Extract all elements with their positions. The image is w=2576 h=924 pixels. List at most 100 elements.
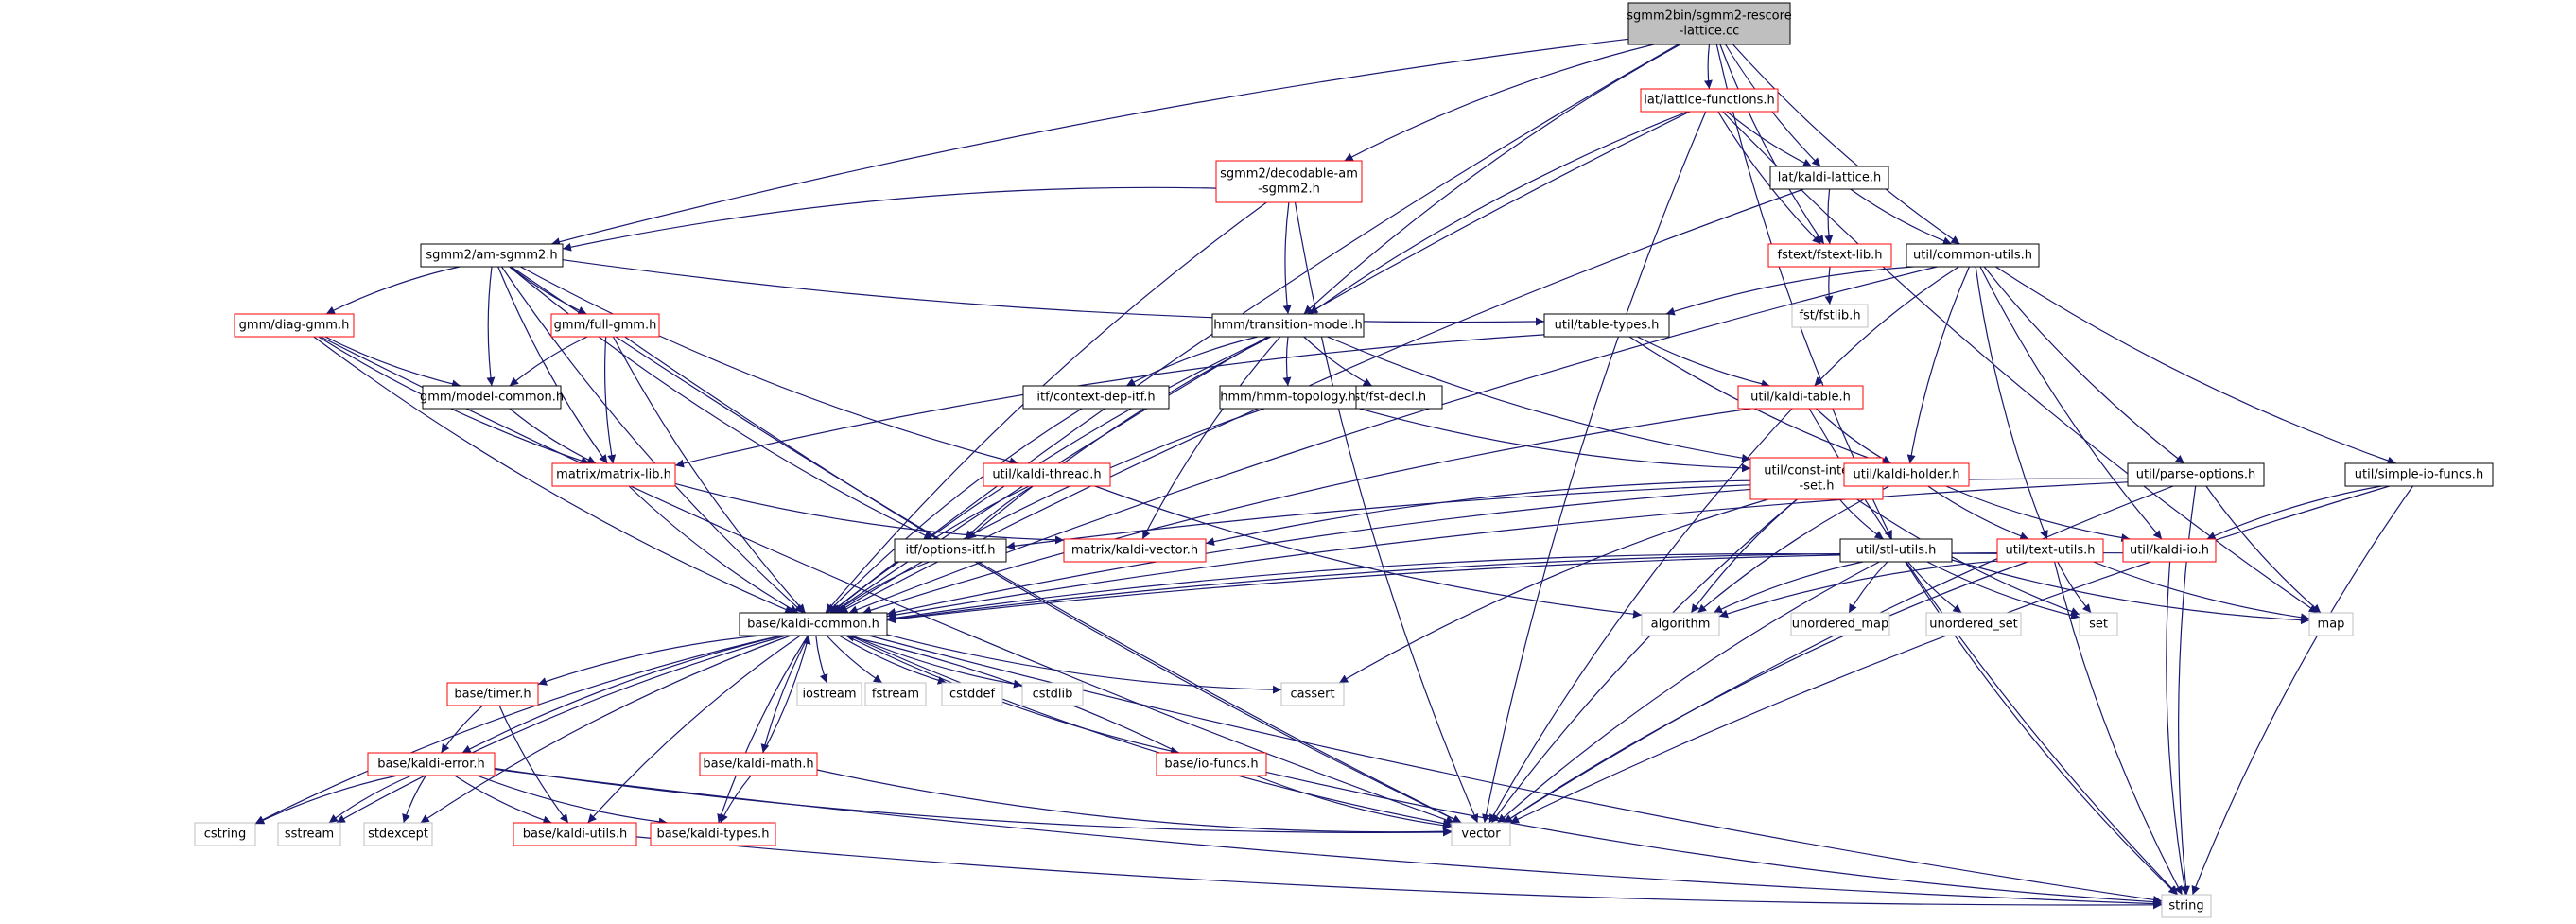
edge-kaldi_lattice-to-common_utils — [1850, 188, 1953, 245]
node-box — [551, 462, 676, 487]
node-kaldi-lattice[interactable]: lat/kaldi-lattice.h — [1769, 166, 1889, 190]
node-root[interactable]: sgmm2bin/sgmm2-rescore-lattice.cc — [1627, 2, 1792, 45]
node-kaldi-holder[interactable]: util/kaldi-holder.h — [1843, 462, 1970, 487]
edge-stl_utils-to-algorithm — [1713, 561, 1864, 614]
node-label: gmm/diag-gmm.h — [239, 319, 350, 333]
node-diag-gmm[interactable]: gmm/diag-gmm.h — [234, 313, 355, 338]
edge-lat_funcs-to-vector — [1482, 111, 1707, 824]
edge-am_sgmm2-to-model_common — [486, 266, 496, 387]
edge-kaldi_holder-to-kaldi_common — [886, 482, 1845, 617]
edge-common_utils-to-kaldi_table — [1814, 266, 1959, 387]
node-kaldi-types[interactable]: base/kaldi-types.h — [650, 822, 776, 846]
edge-common_utils-to-parse_options — [1983, 266, 2185, 464]
node-label: matrix/kaldi-vector.h — [1071, 544, 1198, 558]
node-label: util/kaldi-table.h — [1750, 391, 1851, 405]
node-timer[interactable]: base/timer.h — [446, 682, 539, 706]
edge-kaldi_holder-to-kaldi_io — [1945, 485, 2131, 543]
node-kaldi-common[interactable]: base/kaldi-common.h — [739, 612, 888, 636]
node-box — [1219, 385, 1357, 410]
node-matrix-lib[interactable]: matrix/matrix-lib.h — [551, 462, 676, 487]
node-label: unordered_map — [1792, 618, 1889, 632]
edge-kaldi_math-to-kaldi_common — [762, 635, 811, 754]
node-label: string — [2168, 899, 2203, 914]
node-iostream: iostream — [796, 682, 862, 706]
edge-kaldi_common-to-cstddef — [838, 635, 947, 685]
edge-text_utils-to-set — [2057, 561, 2092, 614]
node-label: cstddef — [949, 688, 996, 702]
node-transition[interactable]: hmm/transition-model.h — [1211, 313, 1365, 338]
edge-kaldi_common-to-cassert — [886, 634, 1282, 694]
edge-kaldi_common-to-iostream — [815, 635, 828, 684]
node-box — [983, 462, 1111, 487]
node-kaldi-io[interactable]: util/kaldi-io.h — [2122, 538, 2217, 563]
edge-am_sgmm2-to-full_gmm — [510, 266, 587, 315]
node-box — [1280, 682, 1345, 706]
edge-root-to-am_sgmm2 — [550, 38, 1629, 247]
edge-kaldi_common-to-timer — [537, 635, 762, 686]
edge-parse_options-to-map — [2205, 485, 2322, 614]
edge-stl_utils-to-string — [1905, 561, 2178, 896]
node-stl-utils[interactable]: util/stl-utils.h — [1839, 538, 1953, 563]
node-box — [1211, 313, 1365, 338]
node-box — [1627, 2, 1791, 45]
node-io-funcs[interactable]: base/io-funcs.h — [1156, 752, 1267, 776]
node-kaldi-vector[interactable]: matrix/kaldi-vector.h — [1063, 538, 1207, 563]
node-label: sgmm2/am-sgmm2.h — [426, 249, 557, 263]
node-label: cstdlib — [1033, 688, 1073, 702]
node-am-sgmm2[interactable]: sgmm2/am-sgmm2.h — [420, 243, 564, 268]
node-kaldi-thread[interactable]: util/kaldi-thread.h — [983, 462, 1111, 487]
edge-kaldi_thread-to-options_itf — [964, 485, 1034, 540]
edge-am_sgmm2-to-kaldi_common — [501, 266, 804, 614]
edge-simple_io-to-vector — [1509, 485, 2390, 824]
edge-common_utils-to-kaldi_holder — [1906, 266, 1970, 464]
edge-fstext-to-fstlib — [1824, 266, 1834, 305]
node-options-itf[interactable]: itf/options-itf.h — [894, 538, 1007, 563]
node-kaldi-utils[interactable]: base/kaldi-utils.h — [513, 822, 637, 846]
edge-table_types-to-kaldi_table — [1637, 336, 1770, 389]
node-simple-io[interactable]: util/simple-io-funcs.h — [2344, 462, 2494, 487]
node-context-dep[interactable]: itf/context-dep-itf.h — [1022, 385, 1170, 410]
node-algorithm: algorithm — [1641, 612, 1720, 636]
edge-const_int_set-to-stl_utils — [1838, 498, 1885, 540]
node-label: util/simple-io-funcs.h — [2355, 468, 2483, 482]
node-label: itf/context-dep-itf.h — [1036, 391, 1155, 405]
node-label: gmm/model-common.h — [420, 391, 564, 405]
node-full-gmm[interactable]: gmm/full-gmm.h — [550, 313, 660, 338]
node-box — [367, 752, 496, 776]
node-label: util/text-utils.h — [2006, 544, 2096, 558]
node-kaldi-table[interactable]: util/kaldi-table.h — [1737, 385, 1864, 410]
node-unordered-set: unordered_set — [1925, 612, 2022, 636]
node-box — [1769, 166, 1889, 190]
node-hmm-topology[interactable]: hmm/hmm-topology.h — [1219, 385, 1357, 410]
node-box — [1925, 612, 2022, 636]
edge-kaldi_common-to-vector — [848, 635, 1453, 828]
node-model-common[interactable]: gmm/model-common.h — [420, 385, 564, 410]
node-fstext[interactable]: fstext/fstext-lib.h — [1767, 243, 1892, 268]
edge-kaldi_table-to-kaldi_holder — [1815, 408, 1891, 464]
node-kaldi-error[interactable]: base/kaldi-error.h — [367, 752, 496, 776]
edge-am_sgmm2-to-diag_gmm — [325, 266, 461, 315]
edge-am_sgmm2-to-table_types — [562, 259, 1545, 326]
node-unordered-map: unordered_map — [1790, 612, 1890, 636]
node-cassert: cassert — [1280, 682, 1345, 706]
node-box — [2161, 894, 2212, 918]
node-decodable[interactable]: sgmm2/decodable-am-sgmm2.h — [1215, 160, 1363, 203]
edge-root-to-lat_funcs — [1703, 44, 1713, 90]
edge-simple_io-to-kaldi_io — [2206, 485, 2382, 540]
node-stdexcept: stdexcept — [363, 822, 433, 846]
edge-text_utils-to-map — [2093, 561, 2310, 622]
node-lat-funcs[interactable]: lat/lattice-functions.h — [1640, 88, 1779, 113]
node-kaldi-math[interactable]: base/kaldi-math.h — [699, 752, 818, 776]
node-parse-options[interactable]: util/parse-options.h — [2127, 462, 2265, 487]
node-text-utils[interactable]: util/text-utils.h — [1996, 538, 2104, 563]
edge-const_int_set-to-vector — [1490, 498, 1798, 824]
edge-decodable-to-am_sgmm2 — [562, 186, 1217, 252]
edge-kaldi_lattice-to-fstext — [1824, 188, 1834, 245]
node-common-utils[interactable]: util/common-utils.h — [1906, 243, 2040, 268]
edge-timer-to-kaldi_utils — [498, 705, 569, 824]
node-table-types[interactable]: util/table-types.h — [1543, 313, 1670, 338]
edge-stl_utils-to-vector — [1497, 561, 1880, 824]
node-label: -set.h — [1800, 479, 1835, 494]
node-box — [1839, 538, 1953, 563]
